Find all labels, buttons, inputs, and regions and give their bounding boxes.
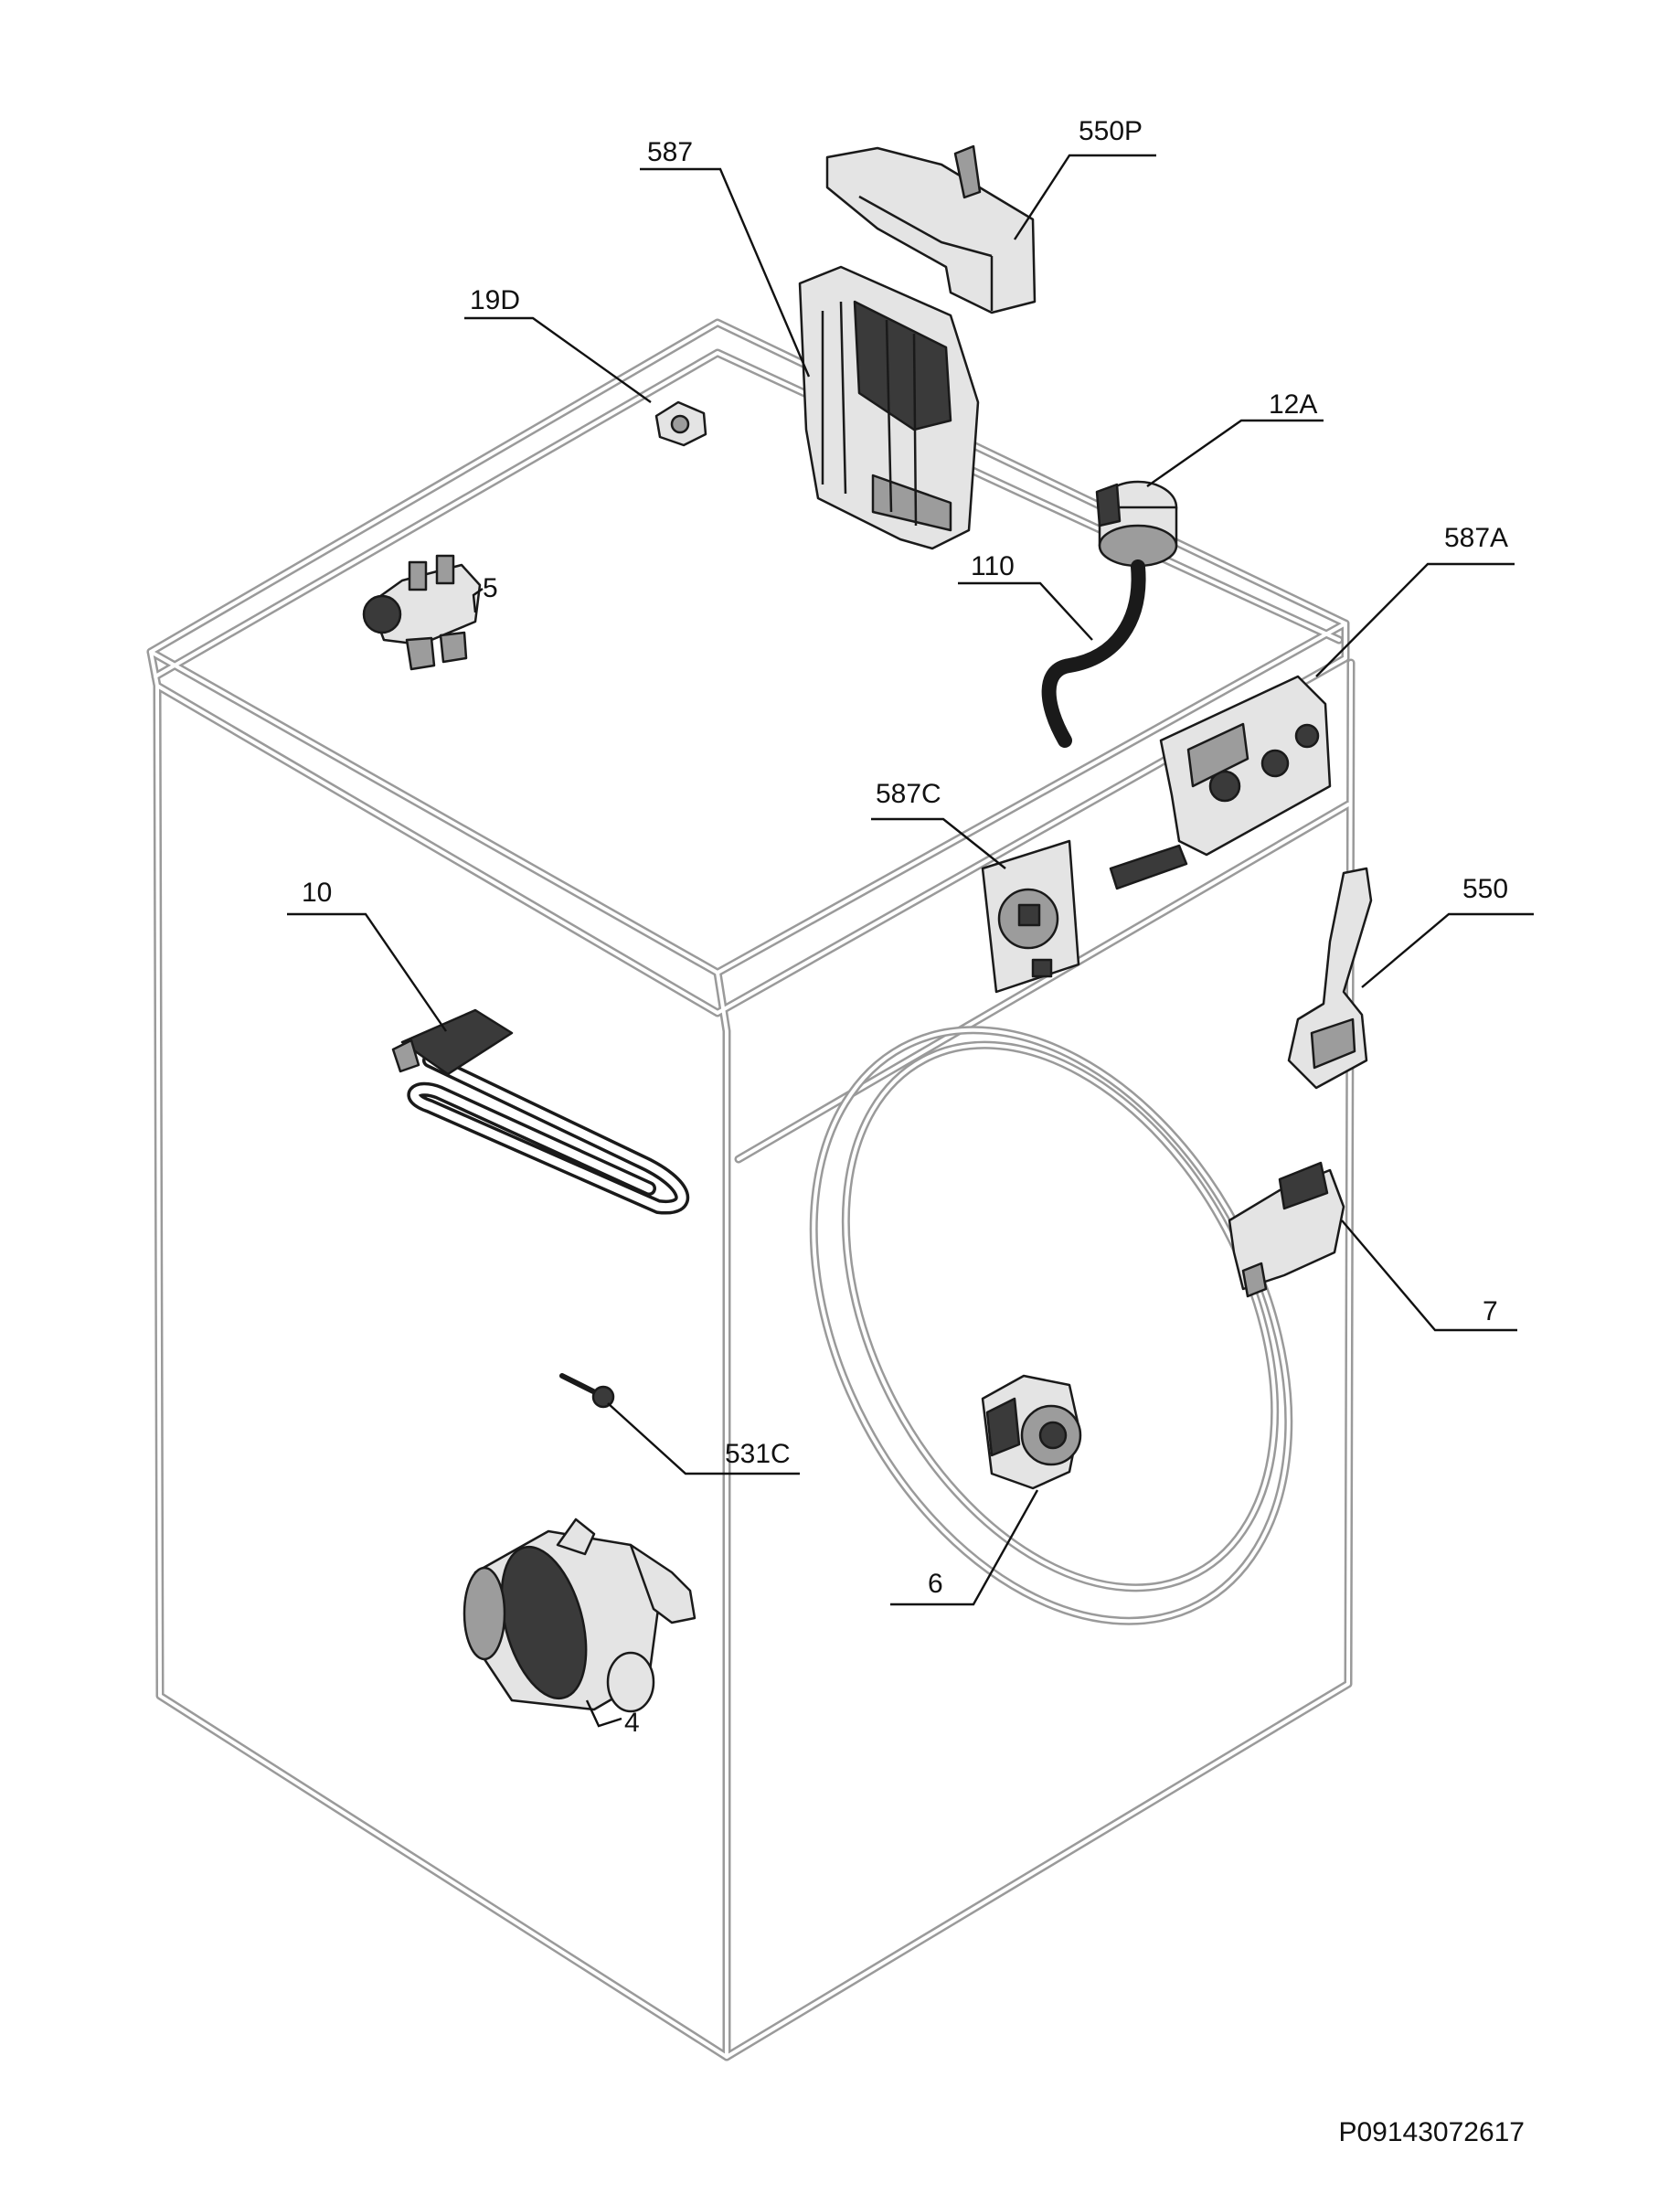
motor-part	[463, 1518, 696, 1713]
callout-7: 7	[1483, 1296, 1498, 1326]
heating-element-part	[391, 1008, 690, 1215]
selector-board-part	[981, 839, 1080, 994]
board-bracket-part	[1287, 867, 1373, 1090]
cabinet-outline	[146, 318, 1356, 2061]
pressure-hose-part	[1041, 559, 1146, 748]
callout-10: 10	[302, 878, 332, 908]
main-module-part	[798, 265, 980, 550]
diagram-code: P09143072617	[1338, 2117, 1525, 2147]
drain-pump-part	[981, 1374, 1082, 1490]
callout-110: 110	[971, 551, 1015, 581]
callout-550P: 550P	[1079, 116, 1143, 146]
callout-12A: 12A	[1269, 389, 1317, 420]
callout-587A: 587A	[1444, 523, 1508, 553]
module-cover-part	[825, 144, 1037, 314]
door-interlock-part	[1228, 1161, 1345, 1298]
callout-6: 6	[928, 1569, 943, 1599]
callout-5: 5	[483, 573, 498, 603]
pressure-switch-part	[1095, 480, 1178, 568]
inlet-valve-part	[362, 554, 482, 671]
callout-587C: 587C	[876, 779, 941, 809]
callout-19D: 19D	[470, 285, 520, 315]
screw-part	[559, 1373, 615, 1409]
clip-part	[654, 400, 707, 447]
callout-4: 4	[624, 1708, 640, 1738]
callout-550: 550	[1462, 874, 1508, 904]
callout-531C: 531C	[725, 1439, 791, 1469]
leader-lines	[287, 154, 1534, 1728]
control-board-part	[1109, 675, 1332, 890]
callout-587: 587	[647, 137, 693, 167]
callout-labels: 587 550P 19D 12A 5 110 587A 587C 550 10 …	[302, 116, 1508, 1738]
